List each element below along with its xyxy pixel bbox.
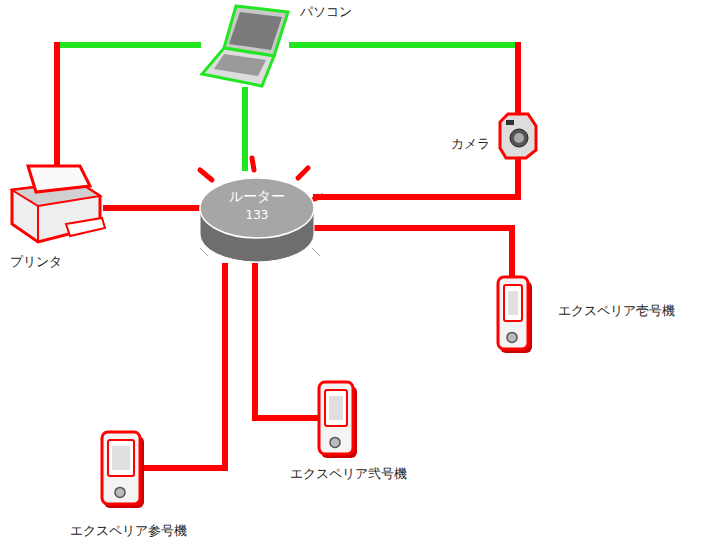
link-segment <box>509 228 515 275</box>
link-segment <box>292 42 518 48</box>
phone-node: エクスペリア壱号機 <box>496 275 534 355</box>
phone-screen <box>325 390 347 426</box>
laptop-node: パソコン <box>198 2 292 90</box>
phone-icon <box>100 430 146 510</box>
antenna-stub <box>312 248 320 256</box>
link-segment <box>255 415 317 421</box>
printer-icon <box>8 162 106 246</box>
device-label: エクスペリア参号機 <box>70 523 187 539</box>
phone-body <box>498 277 528 349</box>
device-label: カメラ <box>451 136 490 152</box>
phone-screen <box>504 285 522 321</box>
device-label: プリンタ <box>10 254 62 270</box>
phone-display <box>508 291 518 315</box>
laptop-icon <box>198 2 292 90</box>
link-segment <box>57 42 198 48</box>
link-segment <box>106 205 198 211</box>
printer-node: プリンタ <box>8 162 106 246</box>
camera-node: カメラ <box>498 112 538 160</box>
network-link <box>146 266 225 468</box>
network-link <box>106 208 198 209</box>
laptop-keyboard <box>214 54 266 76</box>
phone-button <box>330 437 340 447</box>
router-number: 133 <box>198 208 316 222</box>
link-segment <box>242 90 248 168</box>
printer-tray <box>66 218 105 236</box>
network-link <box>255 266 317 418</box>
phone-display <box>112 446 130 470</box>
phone-button <box>115 487 125 497</box>
link-segment <box>515 160 521 197</box>
device-label: エクスペリア弐号機 <box>290 466 407 482</box>
network-link <box>245 90 246 168</box>
printer-edge <box>37 206 39 242</box>
router-name: ルーター <box>198 188 316 205</box>
antenna-tick <box>200 170 212 180</box>
camera-flash <box>506 120 514 125</box>
link-segment <box>515 45 521 112</box>
laptop-screen <box>229 12 282 50</box>
camera-icon <box>498 112 538 160</box>
phone-body <box>102 432 140 504</box>
network-link <box>316 160 518 197</box>
link-segment <box>316 225 512 231</box>
camera-body <box>500 114 536 158</box>
camera-lens-glass <box>514 133 524 143</box>
printer-paper <box>28 166 90 192</box>
link-segment <box>146 465 225 471</box>
antenna-tick <box>298 168 308 178</box>
antenna-tick <box>252 158 254 170</box>
link-segment <box>222 266 228 468</box>
phone-icon <box>496 275 534 355</box>
phone-display <box>329 396 343 420</box>
link-segment <box>252 266 258 418</box>
phone-node: エクスペリア弐号機 <box>317 380 359 460</box>
device-label: パソコン <box>300 4 352 20</box>
camera-lens <box>510 129 528 147</box>
phone-screen <box>108 440 134 476</box>
link-segment <box>54 45 60 162</box>
device-label: エクスペリア壱号機 <box>558 303 675 319</box>
laptop-base <box>202 48 274 86</box>
phone-body <box>319 382 353 454</box>
phone-node: エクスペリア参号機 <box>100 430 146 510</box>
network-link <box>316 228 512 275</box>
network-link <box>292 45 518 112</box>
network-link <box>57 45 198 162</box>
router-node: ルーター 133 <box>198 168 316 266</box>
link-segment <box>316 194 518 200</box>
antenna-stub <box>200 248 208 256</box>
phone-button <box>507 332 517 342</box>
phone-icon <box>317 380 359 460</box>
